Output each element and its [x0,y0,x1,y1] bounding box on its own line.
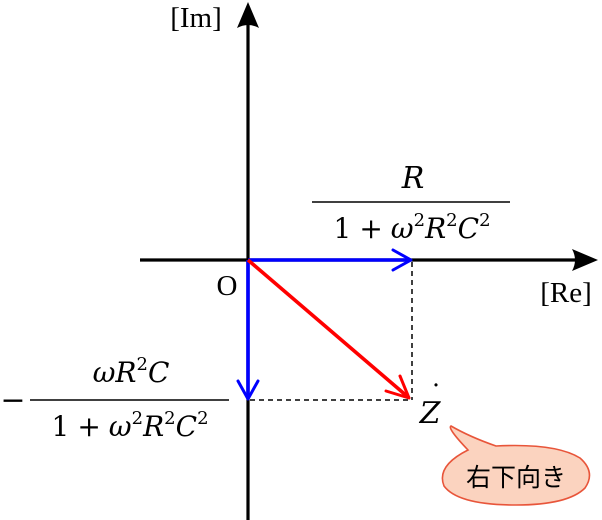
real-part-fraction: R 1+ω2R2C2 [312,161,510,245]
real-part-denominator: 1+ω2R2C2 [333,210,490,245]
callout-bubble [441,425,591,506]
impedance-symbol: Z [419,396,442,431]
real-part-numerator: R [401,161,425,196]
impedance-label: Z ˙ [419,379,443,431]
real-component-arrow [248,248,413,272]
imag-part-fraction: − ωR2C 1+ω2R2C2 [0,354,229,443]
imag-component-arrow [236,260,260,401]
imag-part-denominator: 1+ω2R2C2 [51,408,208,443]
imag-part-minus-sign: − [0,383,25,418]
imag-part-numerator: ωR2C [93,354,170,389]
real-axis-label: [Re] [540,277,592,309]
direction-callout: 右下向き [441,425,591,506]
impedance-dot: ˙ [429,379,443,412]
origin-label: O [217,270,238,302]
imaginary-axis-label: [Im] [170,2,222,34]
callout-text: 右下向き [466,463,566,492]
impedance-arrow [246,258,411,400]
